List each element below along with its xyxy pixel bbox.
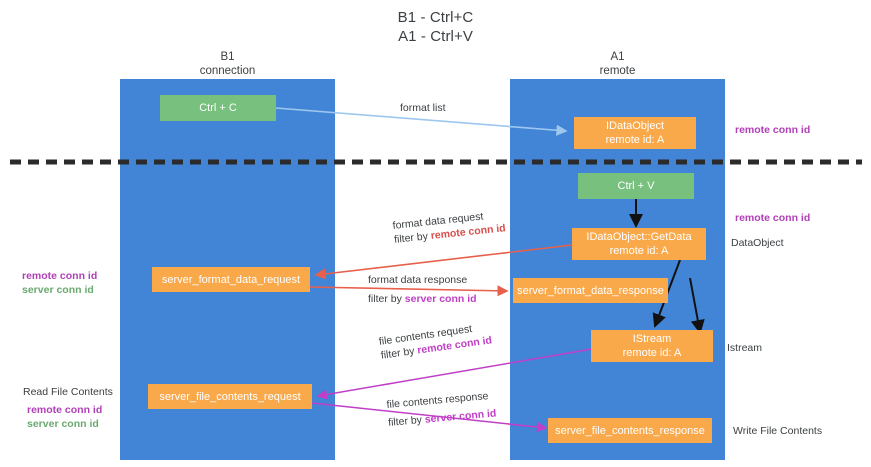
node-idataobject-getdata-label: IDataObject::GetData: [586, 231, 692, 243]
annotation-right-istream: Istream: [727, 342, 763, 354]
node-ctrl-c-label: Ctrl + C: [199, 102, 237, 114]
node-server-file-contents-request-label: server_file_contents_request: [159, 390, 301, 403]
node-server-format-data-response[interactable]: server_format_data_response: [513, 278, 668, 303]
column-header-b1: B1 connection: [120, 50, 335, 78]
edge-label-format-data-response-filter: filter by server conn id: [368, 292, 477, 306]
annotation-left-remote-conn-id-mid: remote conn id: [22, 270, 98, 282]
node-server-file-contents-request[interactable]: server_file_contents_request: [148, 384, 312, 409]
annotation-right-remote-conn-id-top: remote conn id: [735, 124, 811, 136]
node-istream-label: IStream: [632, 333, 672, 345]
annotation-right-write-file-contents: Write File Contents: [733, 425, 823, 437]
edge-label-file-contents-response: file contents response filter by server …: [386, 389, 497, 430]
edge-label-format-list: format list: [400, 101, 446, 115]
annotation-right-dataobject: DataObject: [731, 237, 784, 249]
column-header-a1-sub: remote: [599, 65, 636, 77]
edge-label-file-contents-response-filter-key: server conn id: [424, 407, 497, 426]
node-server-format-data-response-label: server_format_data_response: [517, 284, 664, 297]
edge-label-format-data-response: format data response filter by server co…: [368, 273, 477, 306]
node-idataobject-label: IDataObject: [605, 120, 665, 132]
node-server-file-contents-response[interactable]: server_file_contents_response: [548, 418, 712, 443]
annotation-left-remote-conn-id-bot: remote conn id: [27, 404, 103, 416]
node-ctrl-v[interactable]: Ctrl + V: [578, 173, 694, 199]
page-title-line-1: B1 - Ctrl+C: [397, 9, 474, 26]
annotation-left-server-conn-id-mid: server conn id: [22, 284, 94, 296]
column-header-b1-name: B1: [220, 51, 235, 63]
node-istream[interactable]: IStream remote id: A: [591, 330, 713, 362]
annotation-left-server-conn-id-bot: server conn id: [27, 418, 99, 430]
annotation-right-remote-conn-id-mid: remote conn id: [735, 212, 811, 224]
node-idataobject-getdata-remote-id: remote id: A: [609, 245, 669, 257]
page-title-line-2: A1 - Ctrl+V: [398, 28, 473, 45]
edge-label-format-list-main: format list: [400, 102, 446, 114]
edge-label-format-data-request: format data request filter by remote con…: [392, 207, 506, 247]
node-server-format-data-request[interactable]: server_format_data_request: [152, 267, 310, 292]
edge-label-file-contents-request: file contents request filter by remote c…: [378, 319, 493, 362]
column-header-b1-sub: connection: [199, 65, 256, 77]
node-ctrl-c[interactable]: Ctrl + C: [160, 95, 276, 121]
node-idataobject-remote-id: remote id: A: [605, 134, 665, 146]
edge-label-format-data-response-filter-key: server conn id: [404, 293, 477, 305]
column-header-a1: A1 remote: [510, 50, 725, 78]
edge-label-file-contents-request-filter-prefix: filter by: [380, 344, 419, 362]
annotation-left-read-file-contents: Read File Contents: [23, 386, 113, 398]
edge-label-format-data-response-main: format data response: [368, 274, 468, 286]
edge-label-format-data-request-filter-prefix: filter by: [393, 230, 432, 246]
node-idataobject-getdata[interactable]: IDataObject::GetData remote id: A: [572, 228, 706, 260]
node-ctrl-v-label: Ctrl + V: [617, 180, 655, 192]
node-idataobject[interactable]: IDataObject remote id: A: [574, 117, 696, 149]
edge-label-format-data-response-filter-prefix: filter by: [368, 293, 405, 305]
node-server-file-contents-response-label: server_file_contents_response: [555, 424, 705, 437]
node-istream-remote-id: remote id: A: [622, 347, 682, 359]
edge-label-file-contents-response-filter-prefix: filter by: [387, 413, 426, 429]
column-header-a1-name: A1: [610, 51, 625, 63]
node-server-format-data-request-label: server_format_data_request: [161, 273, 301, 286]
